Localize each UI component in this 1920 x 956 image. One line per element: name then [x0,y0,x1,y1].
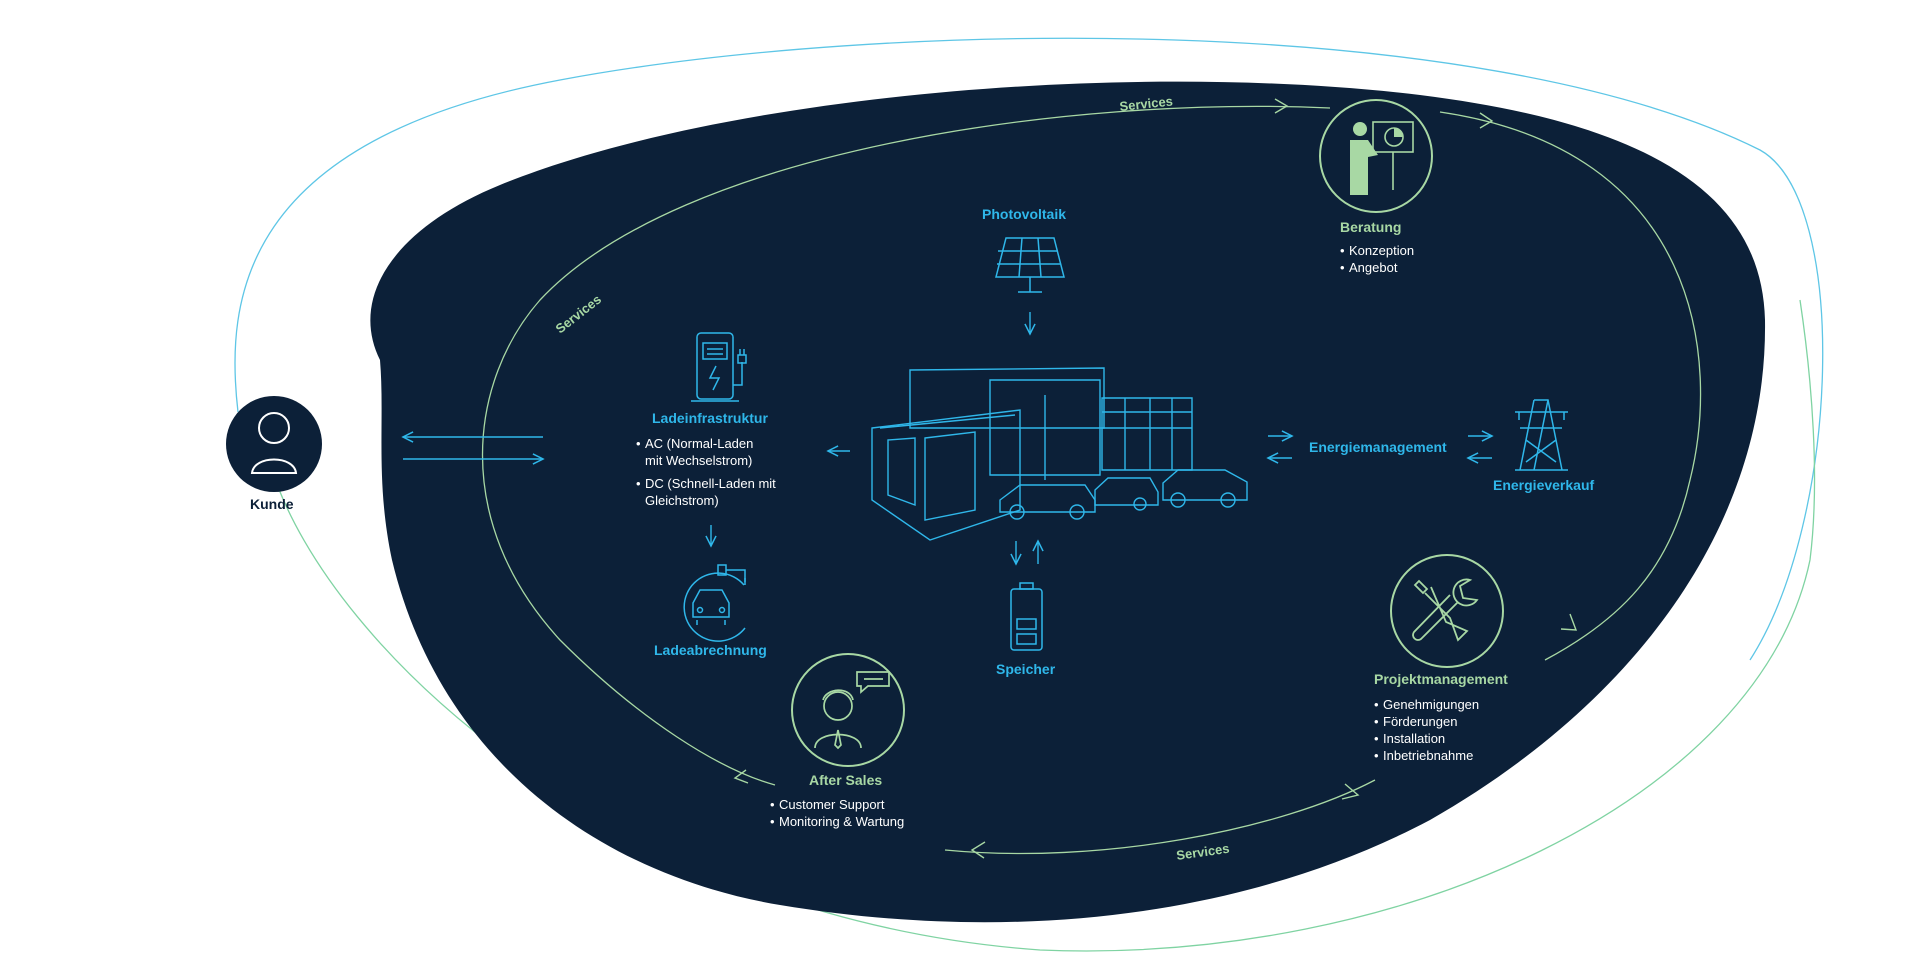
dark-blob [370,81,1766,923]
list-item: Inbetriebnahme [1374,747,1479,764]
projektmanagement-list: Genehmigungen Förderungen Installation I… [1374,696,1479,764]
presentation-icon [1319,99,1433,213]
speicher-label: Speicher [996,661,1056,677]
power-pylon-icon [1515,399,1568,471]
list-item: Monitoring & Wartung [770,813,904,830]
solar-panel-icon [995,237,1065,293]
services-loop-bottom [944,779,1376,855]
list-item: Konzeption [1340,242,1414,259]
ladeinfrastruktur-label: Ladeinfrastruktur [652,410,768,426]
charging-station-icon [691,332,747,402]
after-sales-label: After Sales [809,772,883,788]
list-item: AC (Normal-Laden mit Wechselstrom) [636,435,776,469]
ladeabrechnung-label: Ladeabrechnung [654,642,767,658]
outer-loop-green [271,299,1816,952]
projektmanagement-label: Projektmanagement [1374,671,1508,687]
energiemanagement-label: Energiemanagement [1309,439,1447,455]
person-icon [226,396,322,492]
list-item: Customer Support [770,796,904,813]
list-item: Installation [1374,730,1479,747]
car-plug-icon [683,564,746,642]
ladeinfrastruktur-list: AC (Normal-Laden mit Wechselstrom) DC (S… [636,435,776,509]
list-item: Angebot [1340,259,1414,276]
photovoltaik-label: Photovoltaik [982,206,1067,222]
support-agent-icon [791,653,905,767]
energieverkauf-label: Energieverkauf [1493,477,1595,493]
beratung-list: Konzeption Angebot [1340,242,1414,276]
services-label-top: Services [1119,93,1174,114]
kunde-label: Kunde [250,496,294,512]
list-item: Förderungen [1374,713,1479,730]
battery-icon [1010,582,1043,651]
services-label-bottom: Services [1175,841,1230,863]
list-item: Genehmigungen [1374,696,1479,713]
beratung-label: Beratung [1340,219,1402,235]
list-item: DC (Schnell-Laden mit Gleichstrom) [636,475,776,509]
after-sales-list: Customer Support Monitoring & Wartung [770,796,904,830]
outer-loop-blue [234,37,1824,661]
services-loop-right [1439,111,1702,661]
services-loop [482,105,1331,786]
tools-icon [1390,554,1504,668]
building-with-cars-icon [871,367,1248,541]
